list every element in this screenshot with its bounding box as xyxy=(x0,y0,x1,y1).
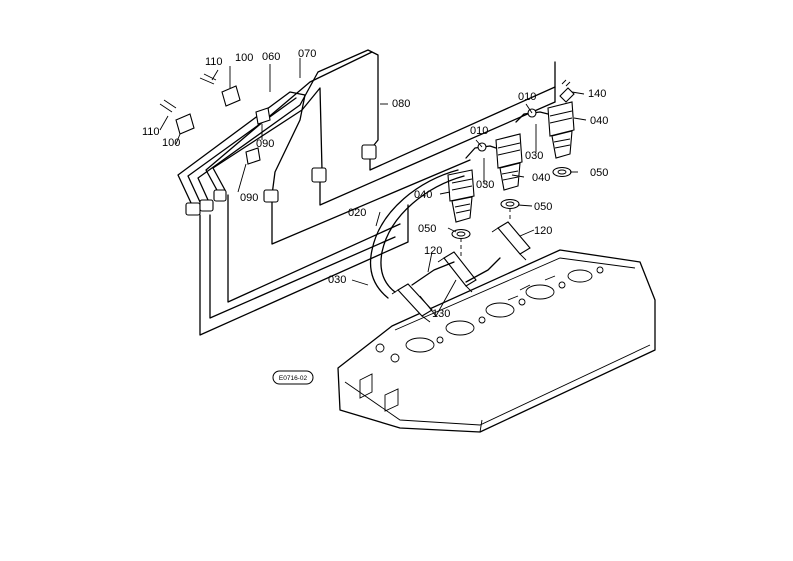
label-020: 020 xyxy=(348,207,366,219)
fuel-line-020 xyxy=(369,169,459,299)
label-030-mid: 030 xyxy=(476,179,494,191)
nozzle-holders xyxy=(447,79,575,223)
label-010-left: 010 xyxy=(470,125,488,137)
injection-pipes xyxy=(177,49,379,206)
label-080: 080 xyxy=(392,98,410,110)
label-050-mid: 050 xyxy=(534,201,552,213)
leader-lines xyxy=(159,58,587,317)
label-120-right: 120 xyxy=(534,225,552,237)
label-030-right: 030 xyxy=(525,150,543,162)
label-090-low: 090 xyxy=(240,192,258,204)
label-010-right: 010 xyxy=(518,91,536,103)
label-040-right: 040 xyxy=(590,115,608,127)
label-040-left: 040 xyxy=(414,189,432,201)
nozzle-holder-3 xyxy=(547,101,575,159)
label-140: 140 xyxy=(588,88,606,100)
assembly-lines xyxy=(460,208,511,258)
label-050-left: 050 xyxy=(418,223,436,235)
nozzle-holder-1 xyxy=(447,169,475,223)
label-100-left: 100 xyxy=(162,137,180,149)
fuel-line-020-inner xyxy=(380,175,465,293)
glow-plugs xyxy=(391,221,531,323)
fuel-return-lines xyxy=(199,61,556,336)
pipe-clamps xyxy=(159,73,271,165)
label-070: 070 xyxy=(298,48,316,60)
label-130: 130 xyxy=(432,308,450,320)
label-090-mid: 090 xyxy=(256,138,274,150)
label-040-mid: 040 xyxy=(532,172,550,184)
figure-reference: E0716-02 xyxy=(272,370,314,385)
label-110-left: 110 xyxy=(142,126,160,138)
label-120-left: 120 xyxy=(424,245,442,257)
cylinder-head xyxy=(337,249,656,433)
label-100-top: 100 xyxy=(235,52,253,64)
pipe-end-nuts xyxy=(185,144,377,216)
label-030-left: 030 xyxy=(328,274,346,286)
nozzle-holder-2 xyxy=(495,133,523,191)
label-050-right: 050 xyxy=(590,167,608,179)
label-060: 060 xyxy=(262,51,280,63)
figure-reference-text: E0716-02 xyxy=(279,375,308,382)
label-110-top: 110 xyxy=(205,56,223,68)
nozzle-gaskets xyxy=(451,166,572,240)
part-labels: 110 100 060 070 080 110 100 090 090 010 … xyxy=(142,48,608,320)
